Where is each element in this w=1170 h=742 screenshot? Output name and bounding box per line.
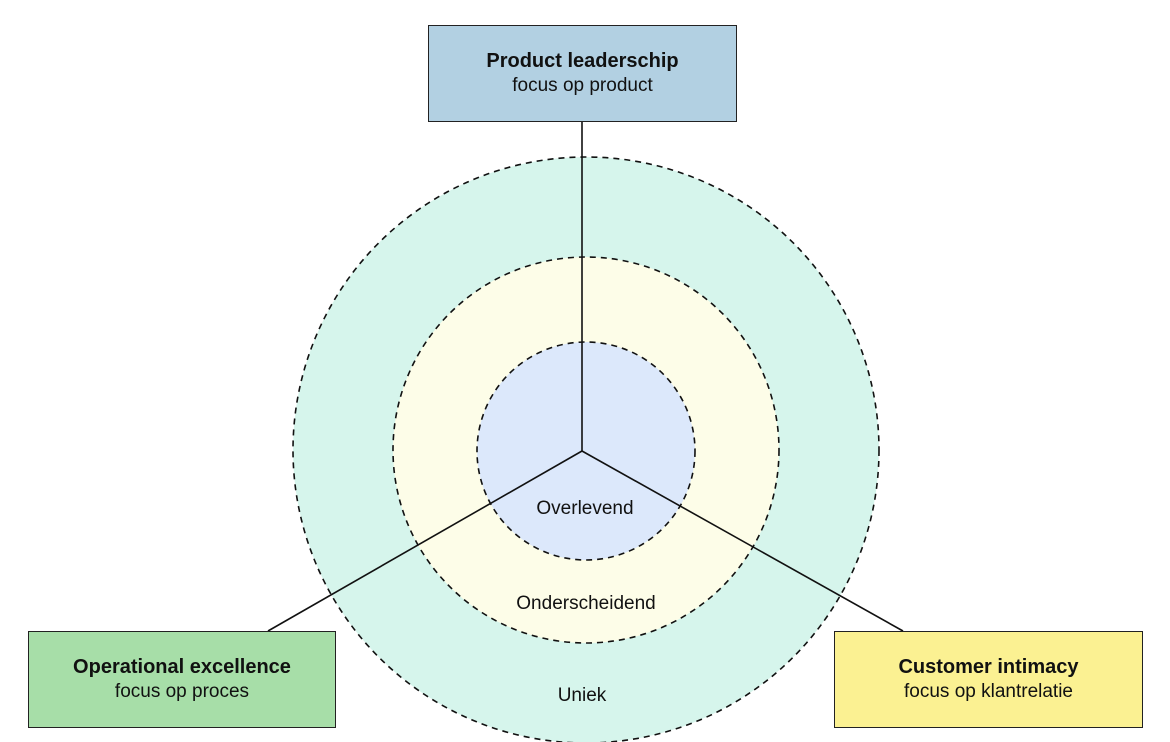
inner-ring [476, 341, 696, 561]
operational-excellence-title: Operational excellence [73, 656, 291, 678]
operational-excellence-box: Operational excellence focus op proces [28, 631, 336, 728]
product-leadership-box: Product leaderschip focus op product [428, 25, 737, 122]
outer-ring-label: Uniek [558, 685, 607, 706]
inner-ring-label: Overlevend [536, 498, 633, 519]
customer-intimacy-box: Customer intimacy focus op klantrelatie [834, 631, 1143, 728]
connector-line-operational [267, 450, 583, 632]
product-leadership-subtitle: focus op product [512, 75, 653, 96]
product-leadership-title: Product leaderschip [486, 50, 679, 72]
connector-line-customer [581, 450, 904, 632]
operational-excellence-subtitle: focus op proces [114, 681, 250, 702]
customer-intimacy-title: Customer intimacy [898, 656, 1079, 678]
middle-ring-label: Onderscheidend [516, 593, 655, 614]
customer-intimacy-subtitle: focus op klantrelatie [904, 681, 1073, 702]
